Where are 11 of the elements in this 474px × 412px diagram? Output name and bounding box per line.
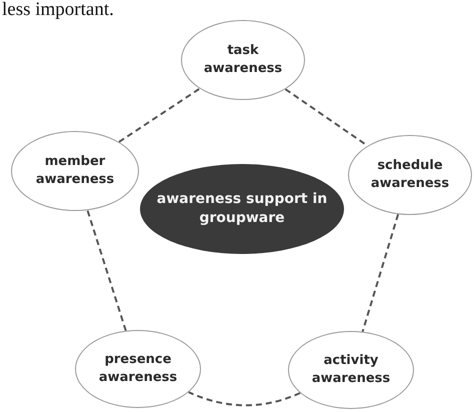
- dashed-connector: [188, 391, 301, 406]
- node-label: activity awareness: [310, 352, 392, 388]
- dashed-connector: [118, 88, 200, 143]
- dashed-connector: [362, 214, 400, 332]
- node-label: presence awareness: [98, 351, 178, 387]
- node-label: awareness support in groupware: [156, 190, 328, 228]
- dashed-connector: [86, 210, 127, 332]
- text-fragment: less important.: [2, 0, 114, 19]
- node-label: member awareness: [34, 153, 116, 189]
- node-label: task awareness: [202, 42, 284, 78]
- node-label: schedule awareness: [370, 157, 450, 193]
